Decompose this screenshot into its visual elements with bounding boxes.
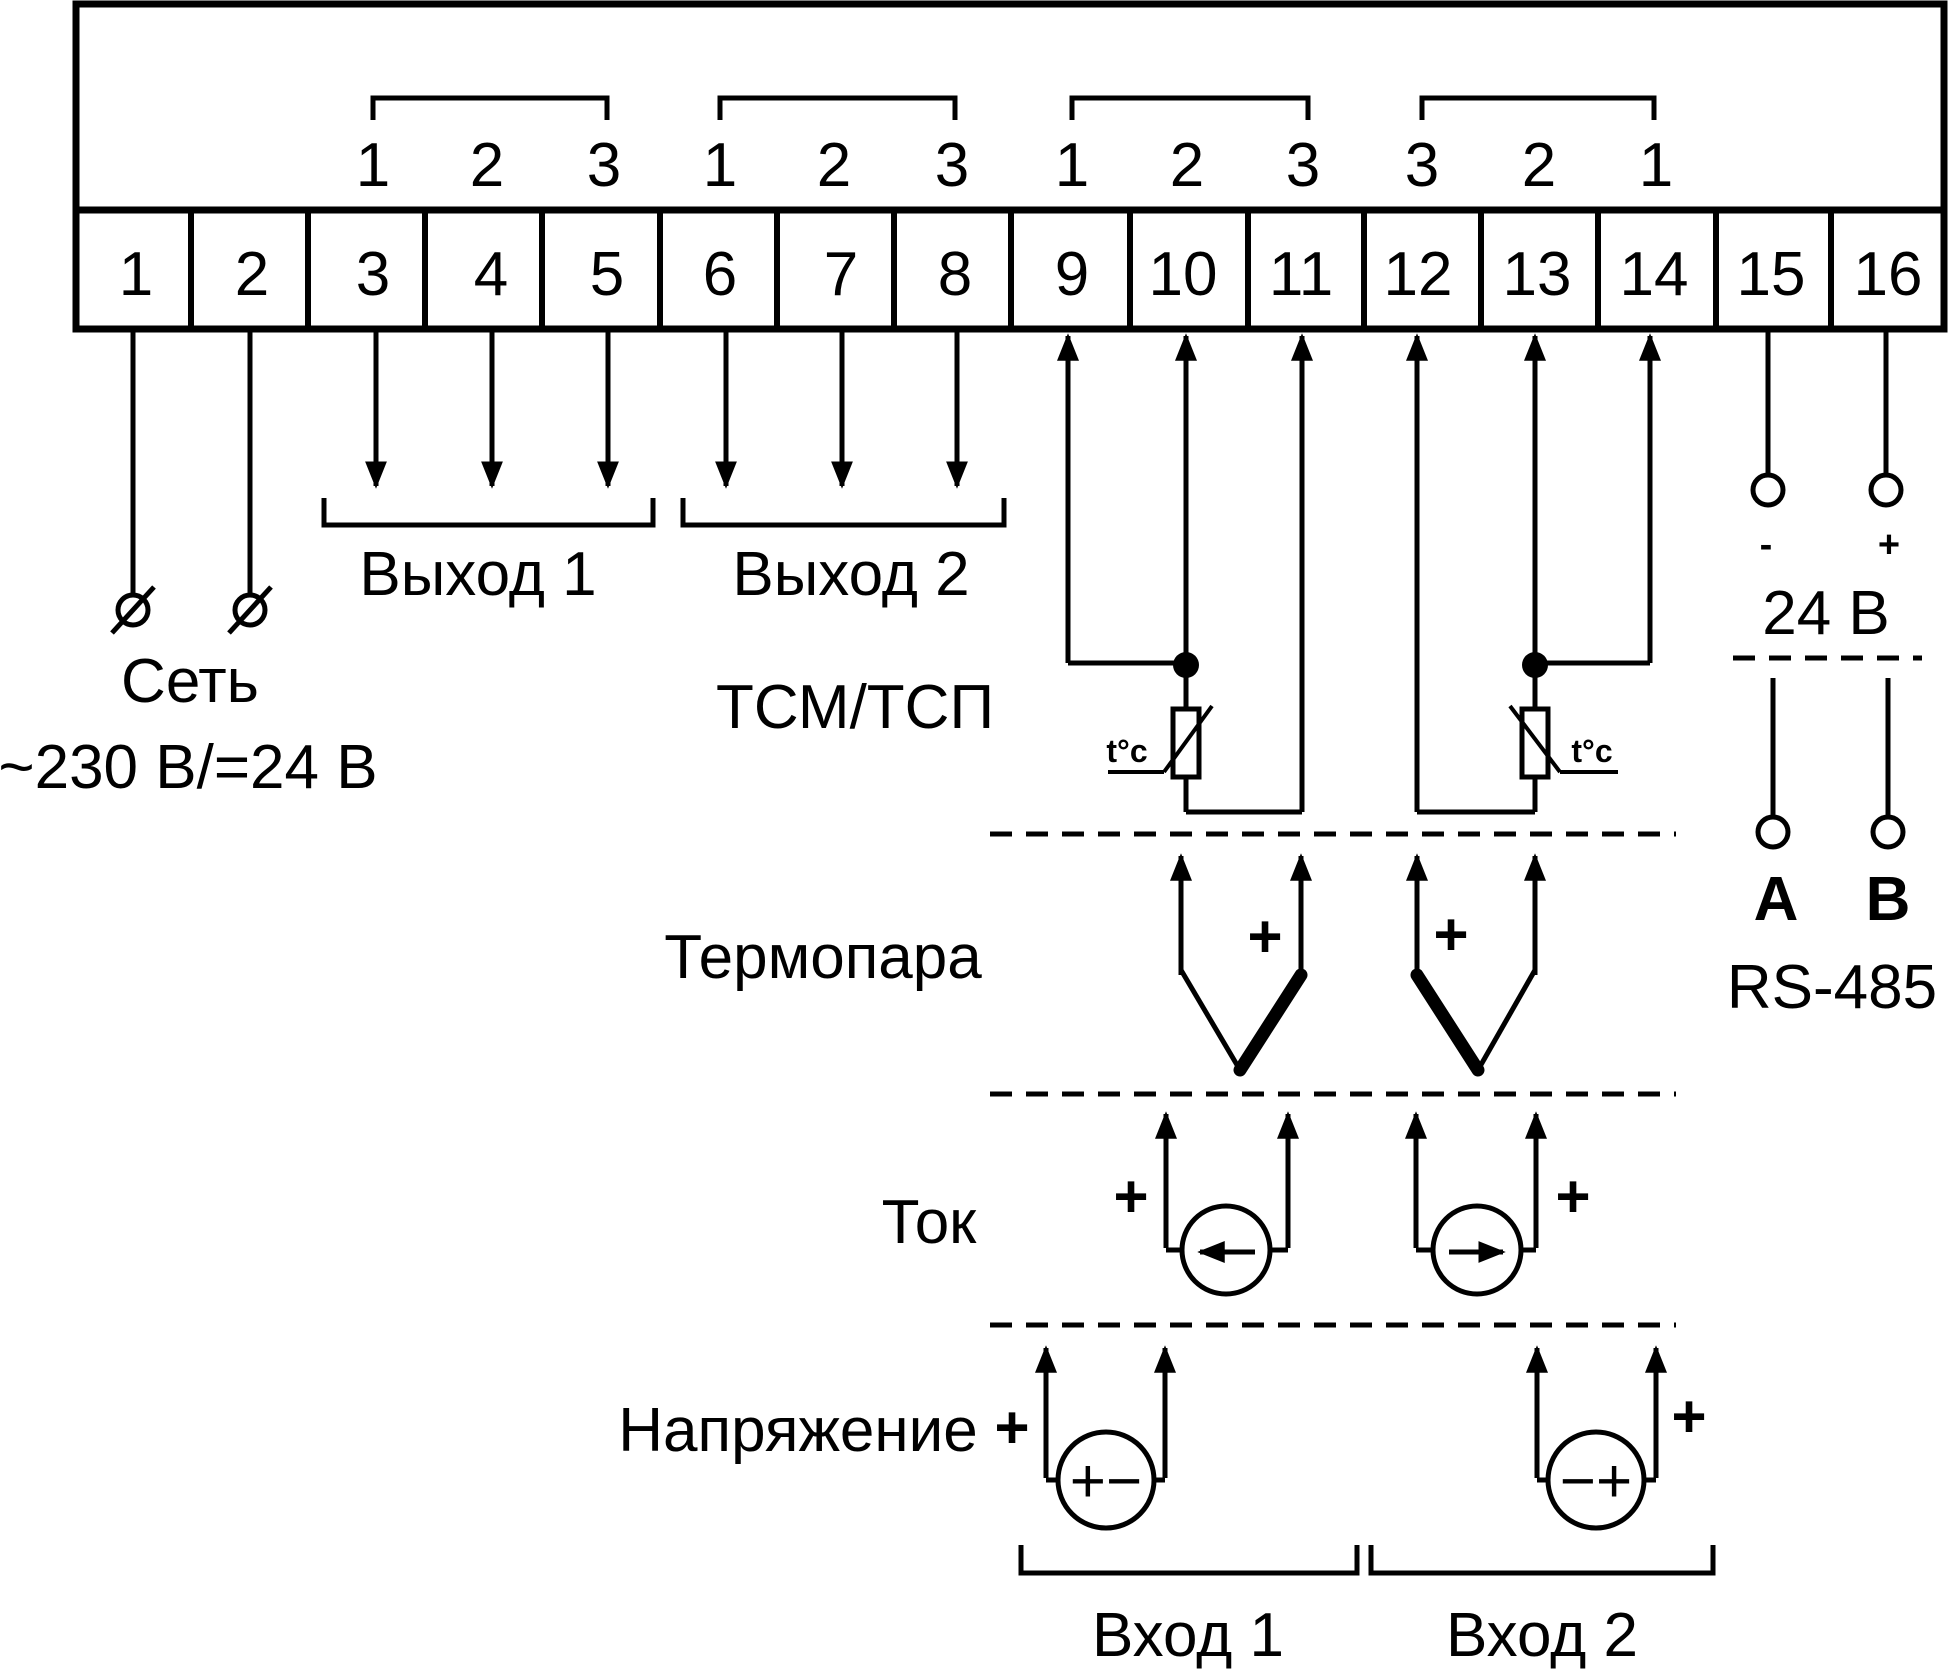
terminal-13-label: 13 (1503, 240, 1572, 309)
voltage-2-plus: + (1671, 1383, 1706, 1450)
voltage-input-1 (1035, 1345, 1176, 1531)
junction-dot (1173, 652, 1199, 678)
voltage-source-1-icon (1055, 1429, 1157, 1531)
rtd-input-2 (1406, 333, 1661, 815)
rs485-b-terminal-icon (1870, 814, 1906, 850)
thermocouple-input-1 (1170, 853, 1312, 1077)
supply-minus-terminal-icon (1750, 472, 1786, 508)
output-2-label: Выход 2 (732, 540, 969, 609)
current-input-1 (1155, 1111, 1299, 1297)
pin-label: 3 (587, 131, 621, 200)
voltage-label: Напряжение (618, 1396, 978, 1465)
current-label: Ток (882, 1188, 978, 1257)
pin-label: 3 (935, 131, 969, 200)
junction-dot (1522, 652, 1548, 678)
pin-group-brackets (370, 95, 1657, 120)
pin-label: 2 (470, 131, 504, 200)
rtd-label: ТСМ/ТСП (716, 673, 994, 742)
input-1-label: Вход 1 (1092, 1601, 1284, 1670)
current-2-plus: + (1555, 1163, 1590, 1230)
thermocouple-label: Термопара (664, 923, 982, 992)
supply-minus-label: - (1760, 524, 1773, 566)
pin-label: 1 (1639, 131, 1673, 200)
supply-value-label: 24 В (1762, 579, 1890, 648)
rtd-1-temp-symbol: t°c (1106, 733, 1147, 769)
terminal-5-label: 5 (590, 240, 624, 309)
terminal-12-label: 12 (1384, 240, 1453, 309)
voltage-source-1-polarity: +− (1070, 1447, 1142, 1516)
terminal-11-label: 11 (1269, 240, 1333, 309)
voltage-input-2 (1526, 1345, 1667, 1531)
output-arrows (321, 329, 1007, 528)
power-wires (110, 329, 273, 635)
rs485-label: RS-485 (1727, 953, 1937, 1022)
terminal-9-label: 9 (1055, 240, 1089, 309)
thermocouple-input-2 (1406, 853, 1546, 1077)
rs485-a-label: A (1754, 865, 1799, 934)
terminal-3-label: 3 (356, 240, 390, 309)
pin-label: 3 (1405, 131, 1439, 200)
current-1-plus: + (1113, 1163, 1148, 1230)
pin-label: 2 (1522, 131, 1556, 200)
thermocouple-1-plus: + (1247, 903, 1282, 970)
pin-label: 1 (703, 131, 737, 200)
power-label: Сеть (121, 647, 259, 716)
voltage-source-2-polarity: −+ (1560, 1447, 1632, 1516)
pin-label: 1 (356, 131, 390, 200)
terminal-block (188, 210, 1834, 329)
terminal-4-label: 4 (474, 240, 508, 309)
terminal-16-label: 16 (1854, 240, 1923, 309)
terminal-14-label: 14 (1620, 240, 1689, 309)
current-input-2 (1405, 1111, 1547, 1297)
power-value-label: ~230 В/=24 В (0, 733, 378, 802)
pin-label: 1 (1055, 131, 1089, 200)
pin-label: 2 (1170, 131, 1204, 200)
rtd-2-temp-symbol: t°c (1571, 733, 1612, 769)
rtd-input-1 (1057, 333, 1313, 815)
terminal-6-label: 6 (703, 240, 737, 309)
pin-label: 3 (1286, 131, 1320, 200)
terminal-2-label: 2 (235, 240, 269, 309)
rs485-b-label: B (1866, 865, 1911, 934)
output-1-label: Выход 1 (359, 540, 596, 609)
supply-plus-terminal-icon (1868, 472, 1904, 508)
supply-plus-label: + (1878, 524, 1900, 566)
terminal-10-label: 10 (1149, 240, 1218, 309)
rs485-a-terminal-icon (1755, 814, 1791, 850)
supply-24v-wires (1750, 329, 1904, 508)
voltage-1-plus: + (994, 1394, 1029, 1461)
terminal-15-label: 15 (1737, 240, 1806, 309)
voltage-source-2-icon (1545, 1429, 1647, 1531)
pin-label: 2 (817, 131, 851, 200)
input-2-label: Вход 2 (1446, 1601, 1638, 1670)
terminal-8-label: 8 (938, 240, 972, 309)
terminal-1-label: 1 (119, 240, 153, 309)
rs485-wires (1755, 678, 1906, 850)
thermocouple-2-plus: + (1433, 901, 1468, 968)
input-brackets (1018, 1545, 1716, 1576)
terminal-7-label: 7 (824, 240, 858, 309)
